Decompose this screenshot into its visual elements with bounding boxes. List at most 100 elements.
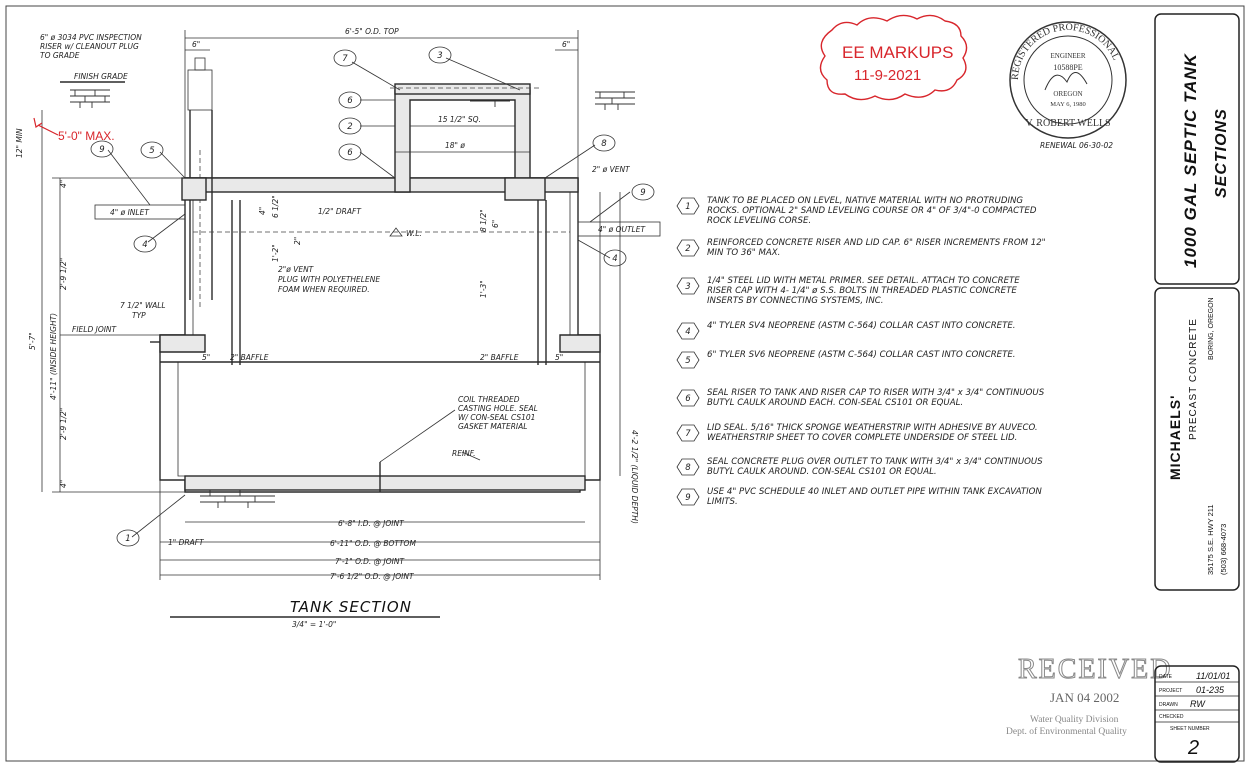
sheet-border bbox=[5, 5, 1245, 762]
vent-plug-1: 2"ø VENT bbox=[278, 265, 315, 274]
v-liquid-label: 4'-2 1/2" (LIQUID DEPTH) bbox=[630, 430, 639, 524]
title-block: 1000 GAL SEPTIC TANK SECTIONS MICHAELS' … bbox=[1154, 13, 1240, 763]
dim-joint2-label: 7'-6 1/2" O.D. @ JOINT bbox=[330, 572, 415, 581]
baffle-left-label: 2" BAFFLE bbox=[230, 353, 269, 362]
note-number: 5 bbox=[685, 356, 690, 366]
ee-markup: EE MARKUPS 11-9-2021 5'-0" MAX. bbox=[33, 14, 968, 143]
svg-text:9: 9 bbox=[99, 145, 104, 155]
note-text-line: LIMITS. bbox=[707, 497, 738, 507]
draft-half-label: 1/2" DRAFT bbox=[318, 207, 362, 216]
svg-text:3: 3 bbox=[437, 51, 442, 61]
received-stamp: RECEIVED JAN 04 2002 Water Quality Divis… bbox=[1006, 654, 1171, 738]
note-text-line: WEATHERSTRIP SHEET TO COVER COMPLETE UND… bbox=[707, 433, 1017, 443]
seal-name: V. ROBERT WELLS bbox=[1025, 118, 1110, 129]
note-text-line: INSERTS BY CONNECTING SYSTEMS, INC. bbox=[707, 296, 884, 306]
seal-renewal: RENEWAL 06-30-02 bbox=[1040, 141, 1113, 150]
note-text-line: MIN TO 36" MAX. bbox=[707, 248, 780, 258]
note-item: 1 TANK TO BE PLACED ON LEVEL, NATIVE MATE… bbox=[676, 196, 1037, 226]
v-4b-label: 4" bbox=[59, 480, 68, 488]
field-joint-label: FIELD JOINT bbox=[72, 325, 118, 334]
riser-label-2: RISER w/ CLEANOUT PLUG bbox=[40, 42, 139, 51]
note-text-line: LID SEAL. 5/16" THICK SPONGE WEATHERSTRI… bbox=[707, 423, 1038, 433]
v-2-9b-label: 2'-9 1/2" bbox=[59, 408, 68, 440]
v-5-7-label: 5'-7" bbox=[28, 332, 37, 350]
dim-bottom-label: 6'-11" O.D. @ BOTTOM bbox=[330, 539, 416, 548]
v-6-half-label: 6 1/2" bbox=[271, 195, 280, 218]
note-number-hexagon bbox=[676, 389, 700, 407]
note-number: 1 bbox=[685, 202, 690, 212]
v-4c-label: 4" bbox=[258, 207, 267, 215]
dim-joint-label: 7'-1" O.D. @ JOINT bbox=[335, 557, 405, 566]
note-text-line: REINFORCED CONCRETE RISER AND LID CAP. 6… bbox=[707, 238, 1046, 248]
callout-3: 3 bbox=[428, 46, 452, 64]
svg-text:4: 4 bbox=[142, 240, 147, 250]
outlet-label: 4" ø OUTLET bbox=[598, 225, 646, 234]
svg-text:6: 6 bbox=[347, 148, 353, 158]
svg-text:2: 2 bbox=[347, 122, 352, 132]
v-2-9-label: 2'-9 1/2" bbox=[59, 258, 68, 290]
note-text-line: RISER CAP WITH 4- 1/4" ø S.S. BOLTS IN T… bbox=[707, 286, 1017, 296]
note-number: 8 bbox=[685, 463, 691, 473]
callout-5: 5 bbox=[140, 141, 164, 159]
svg-text:4: 4 bbox=[612, 254, 617, 264]
note-number-hexagon bbox=[676, 277, 700, 295]
svg-text:1: 1 bbox=[125, 534, 130, 544]
note-item: 44" TYLER SV4 NEOPRENE (ASTM C-564) COLL… bbox=[676, 321, 1016, 340]
v-8-half-label: 8 1/2" bbox=[479, 209, 488, 232]
seal-state: OREGON bbox=[1053, 90, 1082, 98]
date-value: 11/01/01 bbox=[1196, 671, 1230, 681]
title-main: 1000 GAL SEPTIC TANK bbox=[1181, 52, 1200, 268]
note-number-hexagon bbox=[676, 458, 700, 476]
note-text-line: BUTYL CAULK AROUND. CON-SEAL CS101 OR EQ… bbox=[707, 467, 937, 477]
callout-7: 7 bbox=[333, 49, 357, 67]
seal-number: 10588PE bbox=[1053, 63, 1082, 72]
inlet-label: 4" ø INLET bbox=[110, 208, 150, 217]
v-4a-label: 4" bbox=[59, 180, 68, 188]
callout-8: 8 bbox=[592, 134, 616, 152]
min-12-label: 12" MIN bbox=[15, 128, 24, 158]
coil-3: W/ CON-SEAL CS101 bbox=[458, 413, 535, 422]
sheet-number: 2 bbox=[1187, 737, 1199, 759]
note-text-line: BUTYL CAULK AROUND EACH. CON-SEAL CS101 … bbox=[707, 398, 963, 408]
received-date: JAN 04 2002 bbox=[1050, 690, 1119, 705]
callout-4b: 4 bbox=[603, 249, 627, 267]
riser-label-1: 6" ø 3034 PVC INSPECTION bbox=[40, 33, 142, 42]
engineer-seal: REGISTERED PROFESSIONAL ENGINEER 10588PE… bbox=[1009, 21, 1127, 150]
callout-1: 1 bbox=[116, 529, 140, 547]
coil-1: COIL THREADED bbox=[458, 395, 520, 404]
note-text-line: USE 4" PVC SCHEDULE 40 INLET AND OUTLET … bbox=[707, 487, 1042, 497]
drawing-scale: 3/4" = 1'-0" bbox=[292, 620, 336, 629]
callout-9b: 9 bbox=[90, 140, 114, 158]
coil-4: GASKET MATERIAL bbox=[458, 422, 527, 431]
callout-6b: 6 bbox=[338, 143, 362, 161]
svg-text:7: 7 bbox=[342, 54, 348, 64]
note-number: 2 bbox=[685, 244, 690, 254]
six-right-label: 6" bbox=[562, 40, 570, 49]
checked-label: CHECKED bbox=[1159, 714, 1184, 720]
note-number: 3 bbox=[685, 282, 690, 292]
finish-grade-label: FINISH GRADE bbox=[74, 72, 128, 81]
markup-title: EE MARKUPS bbox=[842, 43, 953, 62]
date-label: DATE bbox=[1159, 674, 1173, 680]
sheet-number-label: SHEET NUMBER bbox=[1170, 726, 1210, 732]
svg-text:6: 6 bbox=[347, 96, 353, 106]
drawn-label: DRAWN bbox=[1159, 702, 1178, 708]
v-1-2-label: 1'-2" bbox=[271, 244, 280, 262]
received-line2: Dept. of Environmental Quality bbox=[1006, 726, 1127, 737]
svg-text:8: 8 bbox=[601, 139, 607, 149]
note-text-line: SEAL RISER TO TANK AND RISER CAP TO RISE… bbox=[707, 388, 1045, 398]
callout-6a: 6 bbox=[338, 91, 362, 109]
received-line1: Water Quality Division bbox=[1030, 715, 1119, 725]
company-address: 35175 S.E. HWY 211 bbox=[1206, 504, 1215, 575]
top-od-label: 6'-5" O.D. TOP bbox=[345, 27, 399, 36]
dim-id-label: 6'-8" I.D. @ JOINT bbox=[338, 519, 405, 528]
sq-label: 15 1/2" SQ. bbox=[438, 115, 481, 124]
note-text-line: TANK TO BE PLACED ON LEVEL, NATIVE MATER… bbox=[707, 196, 1023, 206]
draft-label: 1" DRAFT bbox=[168, 538, 205, 547]
v-2-label: 2" bbox=[293, 237, 302, 245]
note-number-hexagon bbox=[676, 239, 700, 257]
